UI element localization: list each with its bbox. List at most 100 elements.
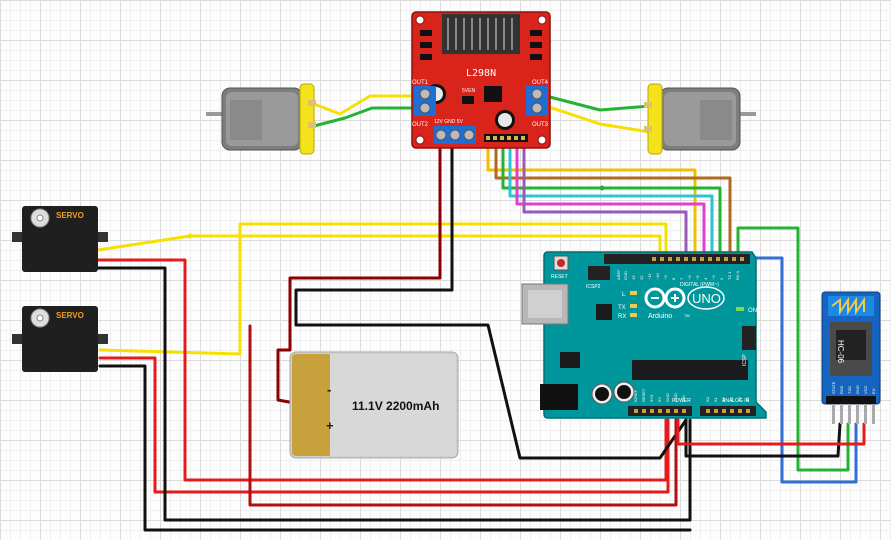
bt-pin-label: EN: [871, 388, 876, 394]
wire-in4[interactable]: [515, 140, 706, 264]
wire-motor-left-a[interactable]: [312, 94, 417, 116]
wire-battery-negative[interactable]: [294, 140, 688, 460]
wire-bt-vcc[interactable]: [676, 418, 866, 446]
dc-motor-right[interactable]: [644, 83, 756, 155]
out1-label: OUT1: [412, 80, 429, 86]
analog-pin-label: A1: [713, 396, 718, 402]
chip-label: L298N: [466, 68, 496, 79]
icsp2-header: [588, 266, 610, 280]
regulator: [560, 352, 580, 368]
out2-label: OUT2: [412, 122, 429, 128]
bt-pin-label: RXD: [839, 385, 844, 394]
microcontroller-chip: [632, 360, 748, 380]
control-header[interactable]: [484, 134, 528, 142]
wire-junction: [599, 185, 605, 191]
jumper-label: 5VEN: [462, 88, 475, 94]
led-on: [736, 307, 744, 311]
analog-pin-label: A2: [721, 396, 726, 402]
reset-label: RESET: [551, 274, 568, 280]
wire-battery-vin-red[interactable]: [248, 324, 678, 507]
terminal-out1-out2[interactable]: [414, 86, 436, 116]
wire-bt-gnd[interactable]: [684, 418, 842, 458]
power-pin-label: 3V3: [649, 394, 654, 402]
power-pin-label: RESET: [641, 388, 646, 402]
bt-module-label: HC-06: [836, 340, 845, 364]
power-pin-label: VIN: [681, 395, 686, 402]
led-l-label: L: [622, 292, 626, 298]
terminal-out3-out4[interactable]: [526, 86, 548, 116]
power-terminal-labels: 12V GND 5V: [434, 119, 464, 125]
bt-pin-label: STATE: [831, 381, 836, 394]
bt-pin-label: GND: [855, 385, 860, 394]
power-jack[interactable]: [540, 384, 578, 410]
arduino-brand: Arduino: [648, 313, 672, 320]
icsp2-label: ICSP2: [586, 284, 601, 290]
led-tx: [630, 304, 637, 308]
power-pin-label: 5V: [657, 397, 662, 402]
wire-servo1-signal[interactable]: [96, 234, 662, 264]
lipo-battery[interactable]: - + 11.1V 2200mAh: [289, 351, 459, 459]
digital-pin-label: TX 1: [727, 271, 732, 280]
wire-motor-right-b[interactable]: [544, 104, 652, 134]
power-pin-label: GND: [673, 393, 678, 402]
digital-pin-label: ~6: [687, 275, 692, 280]
power-header-label: POWER: [672, 398, 691, 404]
servo-2-label: SERVO: [56, 311, 84, 320]
arduino-uno[interactable]: RESET ICSP2 DIGITAL (PWM~) L TX RX ON: [521, 251, 767, 419]
wire-servo2-ground[interactable]: [98, 364, 692, 532]
wire-motor-right-a[interactable]: [544, 94, 652, 112]
digital-pin-label: ~9: [663, 275, 668, 280]
wire-in1[interactable]: [494, 140, 732, 264]
digital-header-label: DIGITAL (PWM~): [680, 282, 719, 288]
wire-enb[interactable]: [522, 140, 688, 264]
wire-in3[interactable]: [508, 140, 714, 264]
wire-bt-txd[interactable]: [736, 226, 850, 472]
servo-2[interactable]: SERVO: [12, 306, 108, 372]
led-rx-label: RX: [618, 314, 626, 320]
hc06-bluetooth-module[interactable]: HC-06: [821, 291, 881, 424]
digital-pin-label: 8: [671, 277, 676, 280]
wire-servo1-power[interactable]: [96, 258, 668, 482]
voltage-regulator: [484, 86, 502, 102]
analog-header[interactable]: [700, 406, 756, 416]
analog-pin-label: A5: [745, 396, 750, 402]
arduino-logo: [644, 287, 686, 309]
tm-label: TM: [684, 313, 690, 318]
digital-pin-label: 12: [639, 275, 644, 280]
digital-pin-label: ~10: [655, 272, 660, 280]
battery-minus: -: [327, 382, 331, 397]
bt-pin-header[interactable]: [826, 396, 876, 404]
analog-pin-label: A4: [737, 396, 742, 402]
battery-label: 11.1V 2200mAh: [352, 399, 439, 413]
wire-servo1-ground[interactable]: [96, 266, 692, 522]
analog-pin-label: A0: [705, 396, 710, 402]
wire-servo2-power[interactable]: [98, 356, 670, 494]
out4-label: OUT4: [532, 80, 549, 86]
terminal-power[interactable]: [434, 126, 476, 144]
digital-pin-label: ~11: [647, 273, 652, 280]
led-l: [630, 291, 637, 295]
wire-motor-left-b[interactable]: [312, 106, 417, 128]
battery-plus: +: [326, 418, 334, 433]
wire-in2[interactable]: [501, 140, 722, 264]
digital-pin-label: 7: [679, 277, 684, 280]
bt-pin-label: TXD: [847, 386, 852, 394]
power-pin-label: IOREF: [633, 389, 638, 402]
icsp-label: ICSP: [742, 354, 748, 366]
gnd-label: GND: [623, 271, 628, 280]
wire-ena[interactable]: [486, 140, 697, 264]
digital-pin-label: 13: [631, 275, 636, 280]
wire-junction: [187, 233, 193, 239]
uno-logo-text: UNO: [692, 291, 721, 306]
servo-1[interactable]: SERVO: [12, 206, 108, 272]
wire-servo2-signal[interactable]: [98, 222, 668, 356]
uno-badge: [687, 286, 725, 310]
led-tx-label: TX: [618, 305, 626, 311]
wire-battery-positive[interactable]: [276, 140, 442, 406]
usb-chip: [596, 304, 612, 320]
analog-pin-label: A3: [729, 396, 734, 402]
dc-motor-left[interactable]: [206, 83, 316, 155]
bt-pin-label: VCC: [863, 385, 868, 394]
l298n-driver[interactable]: L298N OUT1 OUT2 OUT4 OUT3 5VEN 12V GND 5…: [411, 11, 551, 149]
